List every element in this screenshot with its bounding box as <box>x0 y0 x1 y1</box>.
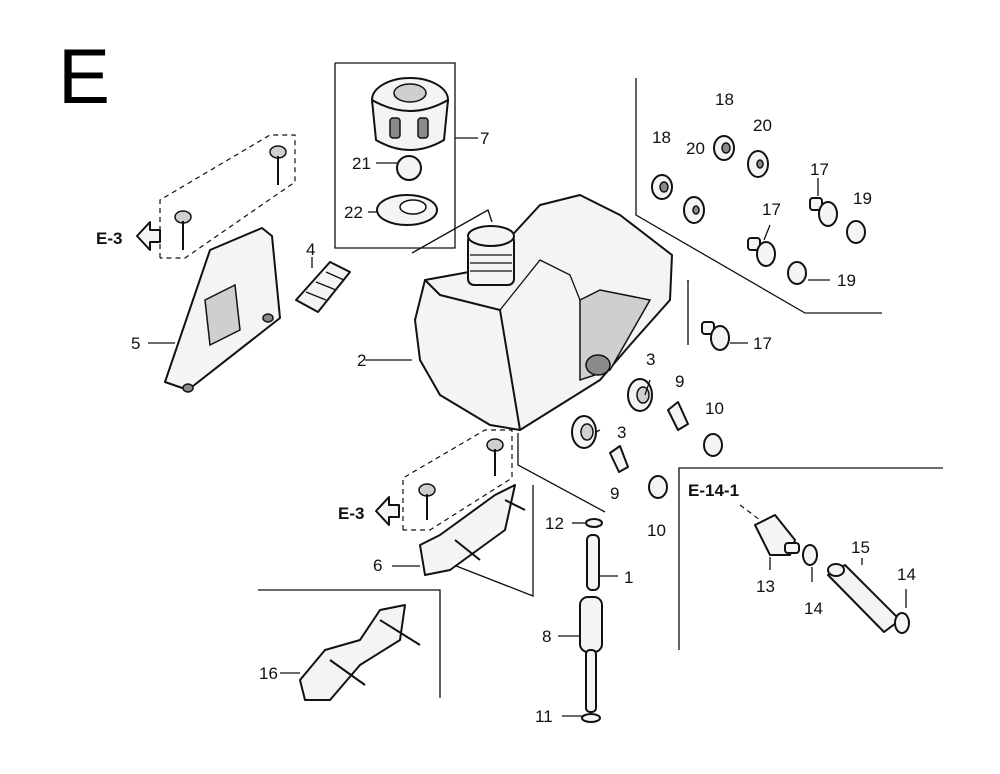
clamp-14a <box>802 544 818 566</box>
hose-15 <box>827 563 901 633</box>
callout-1-text: 1 <box>624 568 633 587</box>
callout-9a: 9 <box>675 372 684 391</box>
fuel-line-group <box>558 534 618 723</box>
grommet-small-upper <box>703 433 723 457</box>
fuel-cap-group <box>334 62 478 249</box>
callout-labels: 1 2 3 3 4 5 6 7 8 9 9 10 10 11 12 13 14 … <box>131 90 916 726</box>
bolt-17c <box>701 321 730 351</box>
filter-lower <box>609 445 629 473</box>
callout-19a: 19 <box>853 189 872 208</box>
mount-bracket <box>419 484 526 576</box>
callout-14a: 14 <box>804 599 823 618</box>
ref-e3-top: E-3 <box>96 229 122 248</box>
tank-bracket <box>164 227 281 393</box>
bracket-16 <box>299 604 421 701</box>
callout-14b: 14 <box>897 565 916 584</box>
ref-e3-bottom: E-3 <box>338 504 364 523</box>
callout-11: 11 <box>535 707 553 726</box>
callout-13: 13 <box>756 577 775 596</box>
callout-3a: 3 <box>646 350 655 369</box>
callout-18b: 18 <box>715 90 734 109</box>
callout-10a: 10 <box>705 399 724 418</box>
nut-18b <box>713 135 735 161</box>
washer-20b <box>747 150 769 178</box>
callout-7: 7 <box>480 129 489 148</box>
callout-16: 16 <box>259 664 278 683</box>
callout-9b: 9 <box>610 484 619 503</box>
callout-22: 22 <box>344 203 363 222</box>
callout-5: 5 <box>131 334 140 353</box>
callout-12: 12 <box>545 514 564 533</box>
clamp-14b <box>894 612 910 634</box>
cap-plug <box>396 155 422 181</box>
clip-12 <box>585 518 603 528</box>
nut-19a <box>846 220 866 244</box>
upper-bracket-group: E-3 <box>96 134 351 393</box>
grommet-upper <box>627 378 653 412</box>
bolt-17b <box>747 237 776 267</box>
bracket-16-group <box>258 589 441 701</box>
ref-e14: E-14-1 <box>688 481 739 500</box>
grommet-small-lower <box>648 475 668 499</box>
callout-17a: 17 <box>810 160 829 179</box>
callout-6: 6 <box>373 556 382 575</box>
callout-8: 8 <box>542 627 551 646</box>
bolt-upper-2 <box>174 210 192 250</box>
washer-20a <box>683 196 705 224</box>
callout-20b: 20 <box>753 116 772 135</box>
callout-18a: 18 <box>652 128 671 147</box>
callout-4: 4 <box>306 240 315 259</box>
lower-bracket-group: E-3 <box>338 429 606 597</box>
bolt-lower-2 <box>418 483 436 520</box>
callout-19b: 19 <box>837 271 856 290</box>
callout-17b: 17 <box>762 200 781 219</box>
clamp-11 <box>581 713 601 723</box>
callout-3b: 3 <box>617 423 626 442</box>
nut-19b <box>787 261 807 285</box>
e14-group: E-14-1 <box>678 467 943 650</box>
fuel-filter-stem <box>586 534 618 591</box>
bolt-upper-1 <box>269 145 287 185</box>
callout-2: 2 <box>357 351 366 370</box>
nut-18a <box>651 174 673 200</box>
fuel-tank <box>365 194 673 431</box>
cushion-pad <box>295 261 351 313</box>
arrow-left-icon <box>375 496 400 526</box>
bolt-17a <box>809 197 838 227</box>
callout-21: 21 <box>352 154 371 173</box>
cap-gasket <box>376 194 438 226</box>
right-panel-group <box>635 78 882 351</box>
callout-17c: 17 <box>753 334 772 353</box>
arrow-left-icon <box>136 221 161 251</box>
grommet-lower <box>571 415 597 449</box>
fuel-joint-13 <box>754 514 800 556</box>
section-letter: E <box>58 32 110 120</box>
callout-20a: 20 <box>686 139 705 158</box>
callout-10b: 10 <box>647 521 666 540</box>
bolt-lower-1 <box>486 438 504 476</box>
fuel-hose <box>579 596 603 713</box>
callout-15: 15 <box>851 538 870 557</box>
fuel-cap <box>371 77 449 151</box>
filter-upper <box>667 401 689 431</box>
